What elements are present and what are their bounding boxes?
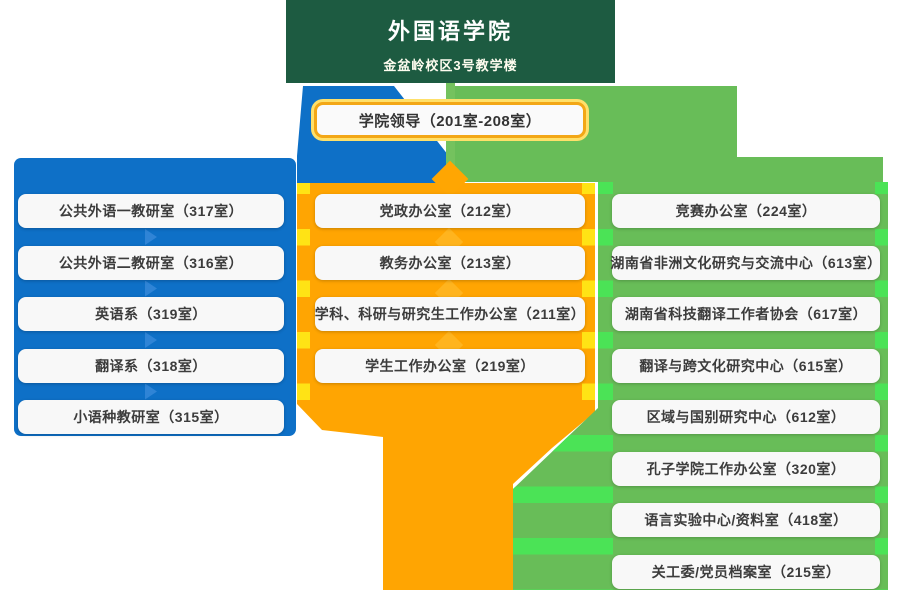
yellow-edge-strip: [297, 183, 310, 404]
room-box-middle-2: 教务办公室（213室）: [315, 245, 585, 280]
room-box-right-3: 湖南省科技翻译工作者协会（617室）: [612, 297, 880, 331]
room-box-right-1: 竞赛办公室（224室）: [612, 194, 880, 228]
room-box-right-7: 语言实验中心/资料室（418室）: [612, 503, 880, 537]
room-box-left-1: 公共外语一教研室（317室）: [18, 194, 284, 228]
yellow-edge-strip: [582, 183, 595, 412]
room-box-right-5: 区域与国别研究中心（612室）: [612, 400, 880, 434]
room-box-right-8: 关工委/党员档案室（215室）: [612, 554, 880, 589]
chevron-decor: [145, 229, 157, 245]
room-box-left-4: 翻译系（318室）: [18, 348, 284, 383]
room-box-left-3: 英语系（319室）: [18, 297, 284, 331]
room-box-right-6: 孔子学院工作办公室（320室）: [612, 451, 880, 486]
room-box-left-2: 公共外语二教研室（316室）: [18, 245, 284, 280]
campus-subtitle: 金盆岭校区3号教学楼: [383, 58, 518, 73]
chevron-decor: [145, 383, 157, 400]
room-box-right-2: 湖南省非洲文化研究与交流中心（613室）: [610, 245, 881, 280]
leadership-box: 学院领导（201室-208室）: [314, 102, 586, 138]
room-box-right-4: 翻译与跨文化研究中心（615室）: [612, 348, 880, 383]
room-box-left-5: 小语种教研室（315室）: [18, 400, 284, 434]
college-header: 外国语学院 金盆岭校区3号教学楼: [286, 0, 615, 83]
room-box-middle-1: 党政办公室（212室）: [315, 194, 585, 228]
chevron-decor: [145, 332, 157, 348]
chevron-decor: [145, 280, 157, 297]
room-box-middle-4: 学生工作办公室（219室）: [315, 348, 585, 383]
room-box-middle-3: 学科、科研与研究生工作办公室（211室）: [315, 297, 585, 331]
college-title: 外国语学院: [387, 19, 513, 44]
green-edge-strip: [875, 182, 888, 590]
